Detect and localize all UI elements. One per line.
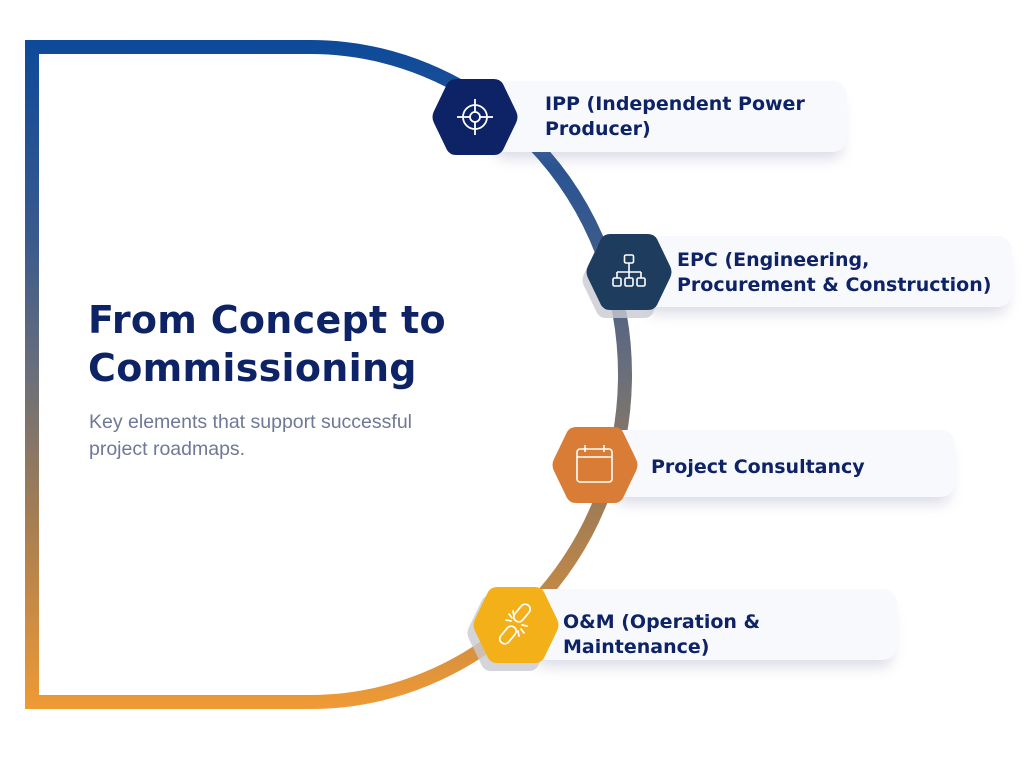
step-label-line-2: Maintenance) <box>563 636 710 658</box>
title-line-2: Commissioning <box>88 346 417 390</box>
step-card-om <box>530 589 897 660</box>
broken-link-icon <box>498 603 532 645</box>
step-label-epc: EPC (Engineering, Procurement & Construc… <box>677 248 991 298</box>
step-label-line-2: Producer) <box>545 118 651 140</box>
step-label-line-1: IPP (Independent Power <box>545 93 805 115</box>
step-label-consultancy: Project Consultancy <box>651 455 865 480</box>
step-label-om: O&M (Operation & Maintenance) <box>563 610 760 660</box>
step-card-ipp <box>490 81 847 152</box>
page-title: From Concept to Commissioning <box>88 296 446 392</box>
step-card-epc <box>640 236 1012 307</box>
step-hex-consultancy <box>552 425 638 505</box>
step-card-consultancy <box>610 430 955 497</box>
step-label-line-1: EPC (Engineering, <box>677 249 870 271</box>
step-hex-epc <box>582 232 672 318</box>
calendar-icon <box>576 445 613 483</box>
step-label-line-1: O&M (Operation & <box>563 611 761 633</box>
step-label-line-1: Project Consultancy <box>651 456 865 478</box>
step-hex-ipp <box>432 77 518 157</box>
step-label-ipp: IPP (Independent Power Producer) <box>545 92 805 142</box>
step-hex-om <box>467 585 559 671</box>
subtitle: Key elements that support successful pro… <box>89 411 412 460</box>
step-label-line-2: Procurement & Construction) <box>677 274 992 296</box>
title-line-1: From Concept to <box>88 298 446 342</box>
target-icon <box>457 99 493 135</box>
hierarchy-icon <box>612 254 646 287</box>
